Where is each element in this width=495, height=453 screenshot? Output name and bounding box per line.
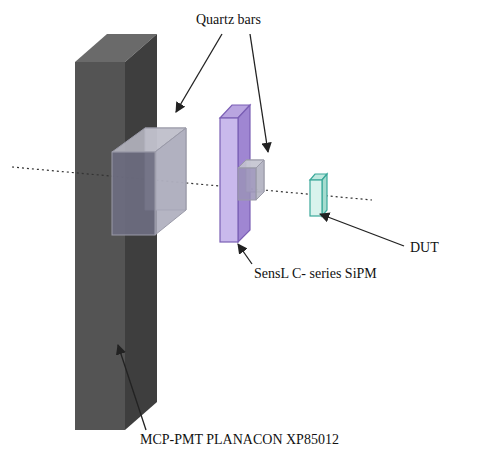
part-label: Quartz bars [196, 12, 261, 29]
mcp-pmt-slab [75, 34, 157, 430]
part-label: MCP-PMT PLANACON XP85012 [140, 432, 339, 449]
part-label: SensL C- series SiPM [254, 266, 377, 283]
quartz-bar-small [238, 160, 264, 200]
quartz-bar-large [112, 128, 186, 235]
part-label: DUT [410, 240, 439, 257]
dut-plate [310, 174, 327, 216]
leader-arrows [118, 34, 404, 430]
